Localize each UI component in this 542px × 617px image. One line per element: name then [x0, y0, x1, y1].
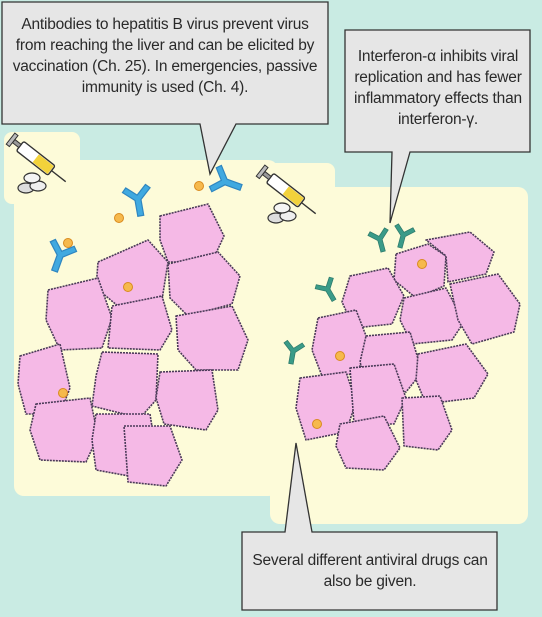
- hepatocyte: [155, 369, 219, 431]
- antiviral-callout-text: Several different antiviral drugs can al…: [252, 552, 488, 590]
- syringe-icon: [5, 132, 67, 183]
- hepatocyte: [401, 395, 453, 451]
- interferon-molecules: [283, 223, 416, 365]
- antibody: [121, 183, 151, 217]
- virus-particle: [114, 213, 124, 223]
- vaccine-icon-box-left: [4, 132, 80, 204]
- hepatocyte: [335, 415, 401, 471]
- hepatocyte: [167, 251, 241, 317]
- virus-particle: [58, 388, 68, 398]
- antibody: [208, 164, 243, 193]
- antibody-callout-text: Antibodies to hepatitis B virus prevent …: [12, 16, 318, 96]
- hepatocyte: [107, 295, 173, 351]
- hepatocyte: [159, 203, 225, 263]
- hepatocyte: [399, 287, 465, 345]
- hepatocyte: [29, 397, 99, 463]
- virus-particle: [312, 419, 322, 429]
- pills-icon: [267, 202, 297, 224]
- virus-particles: [58, 259, 427, 429]
- antibody-callout: [1, 1, 329, 176]
- virus-particle: [417, 259, 427, 269]
- hepatocyte: [415, 343, 489, 405]
- hepatocyte: [45, 277, 113, 351]
- hepatocyte: [449, 273, 521, 345]
- virus-particle: [194, 181, 204, 191]
- virus-particle: [63, 238, 73, 248]
- antiviral-callout: [241, 442, 498, 611]
- hepatocyte: [425, 231, 495, 283]
- hepatocyte: [123, 425, 183, 487]
- vaccine-icon-box-right: [251, 163, 335, 236]
- antibody: [49, 238, 78, 273]
- hepatocyte: [91, 351, 159, 419]
- interferon-molecule: [367, 227, 389, 253]
- hepatocyte: [175, 305, 249, 371]
- interferon-callout-text: Interferon-α inhibits viral replication …: [354, 48, 522, 128]
- antibodies: [49, 164, 243, 273]
- virus-particle: [123, 282, 133, 292]
- right-hepatocyte-cluster: [295, 231, 521, 471]
- virus-particle: [335, 351, 345, 361]
- interferon-callout: [344, 29, 531, 224]
- pills-icon: [17, 172, 47, 194]
- interferon-molecule: [283, 339, 306, 365]
- hepatocyte: [349, 363, 407, 425]
- left-hepatocyte-cluster: [17, 203, 249, 487]
- interferon-molecule: [314, 276, 337, 303]
- syringe-icon: [255, 164, 317, 215]
- interferon-molecule: [394, 223, 416, 249]
